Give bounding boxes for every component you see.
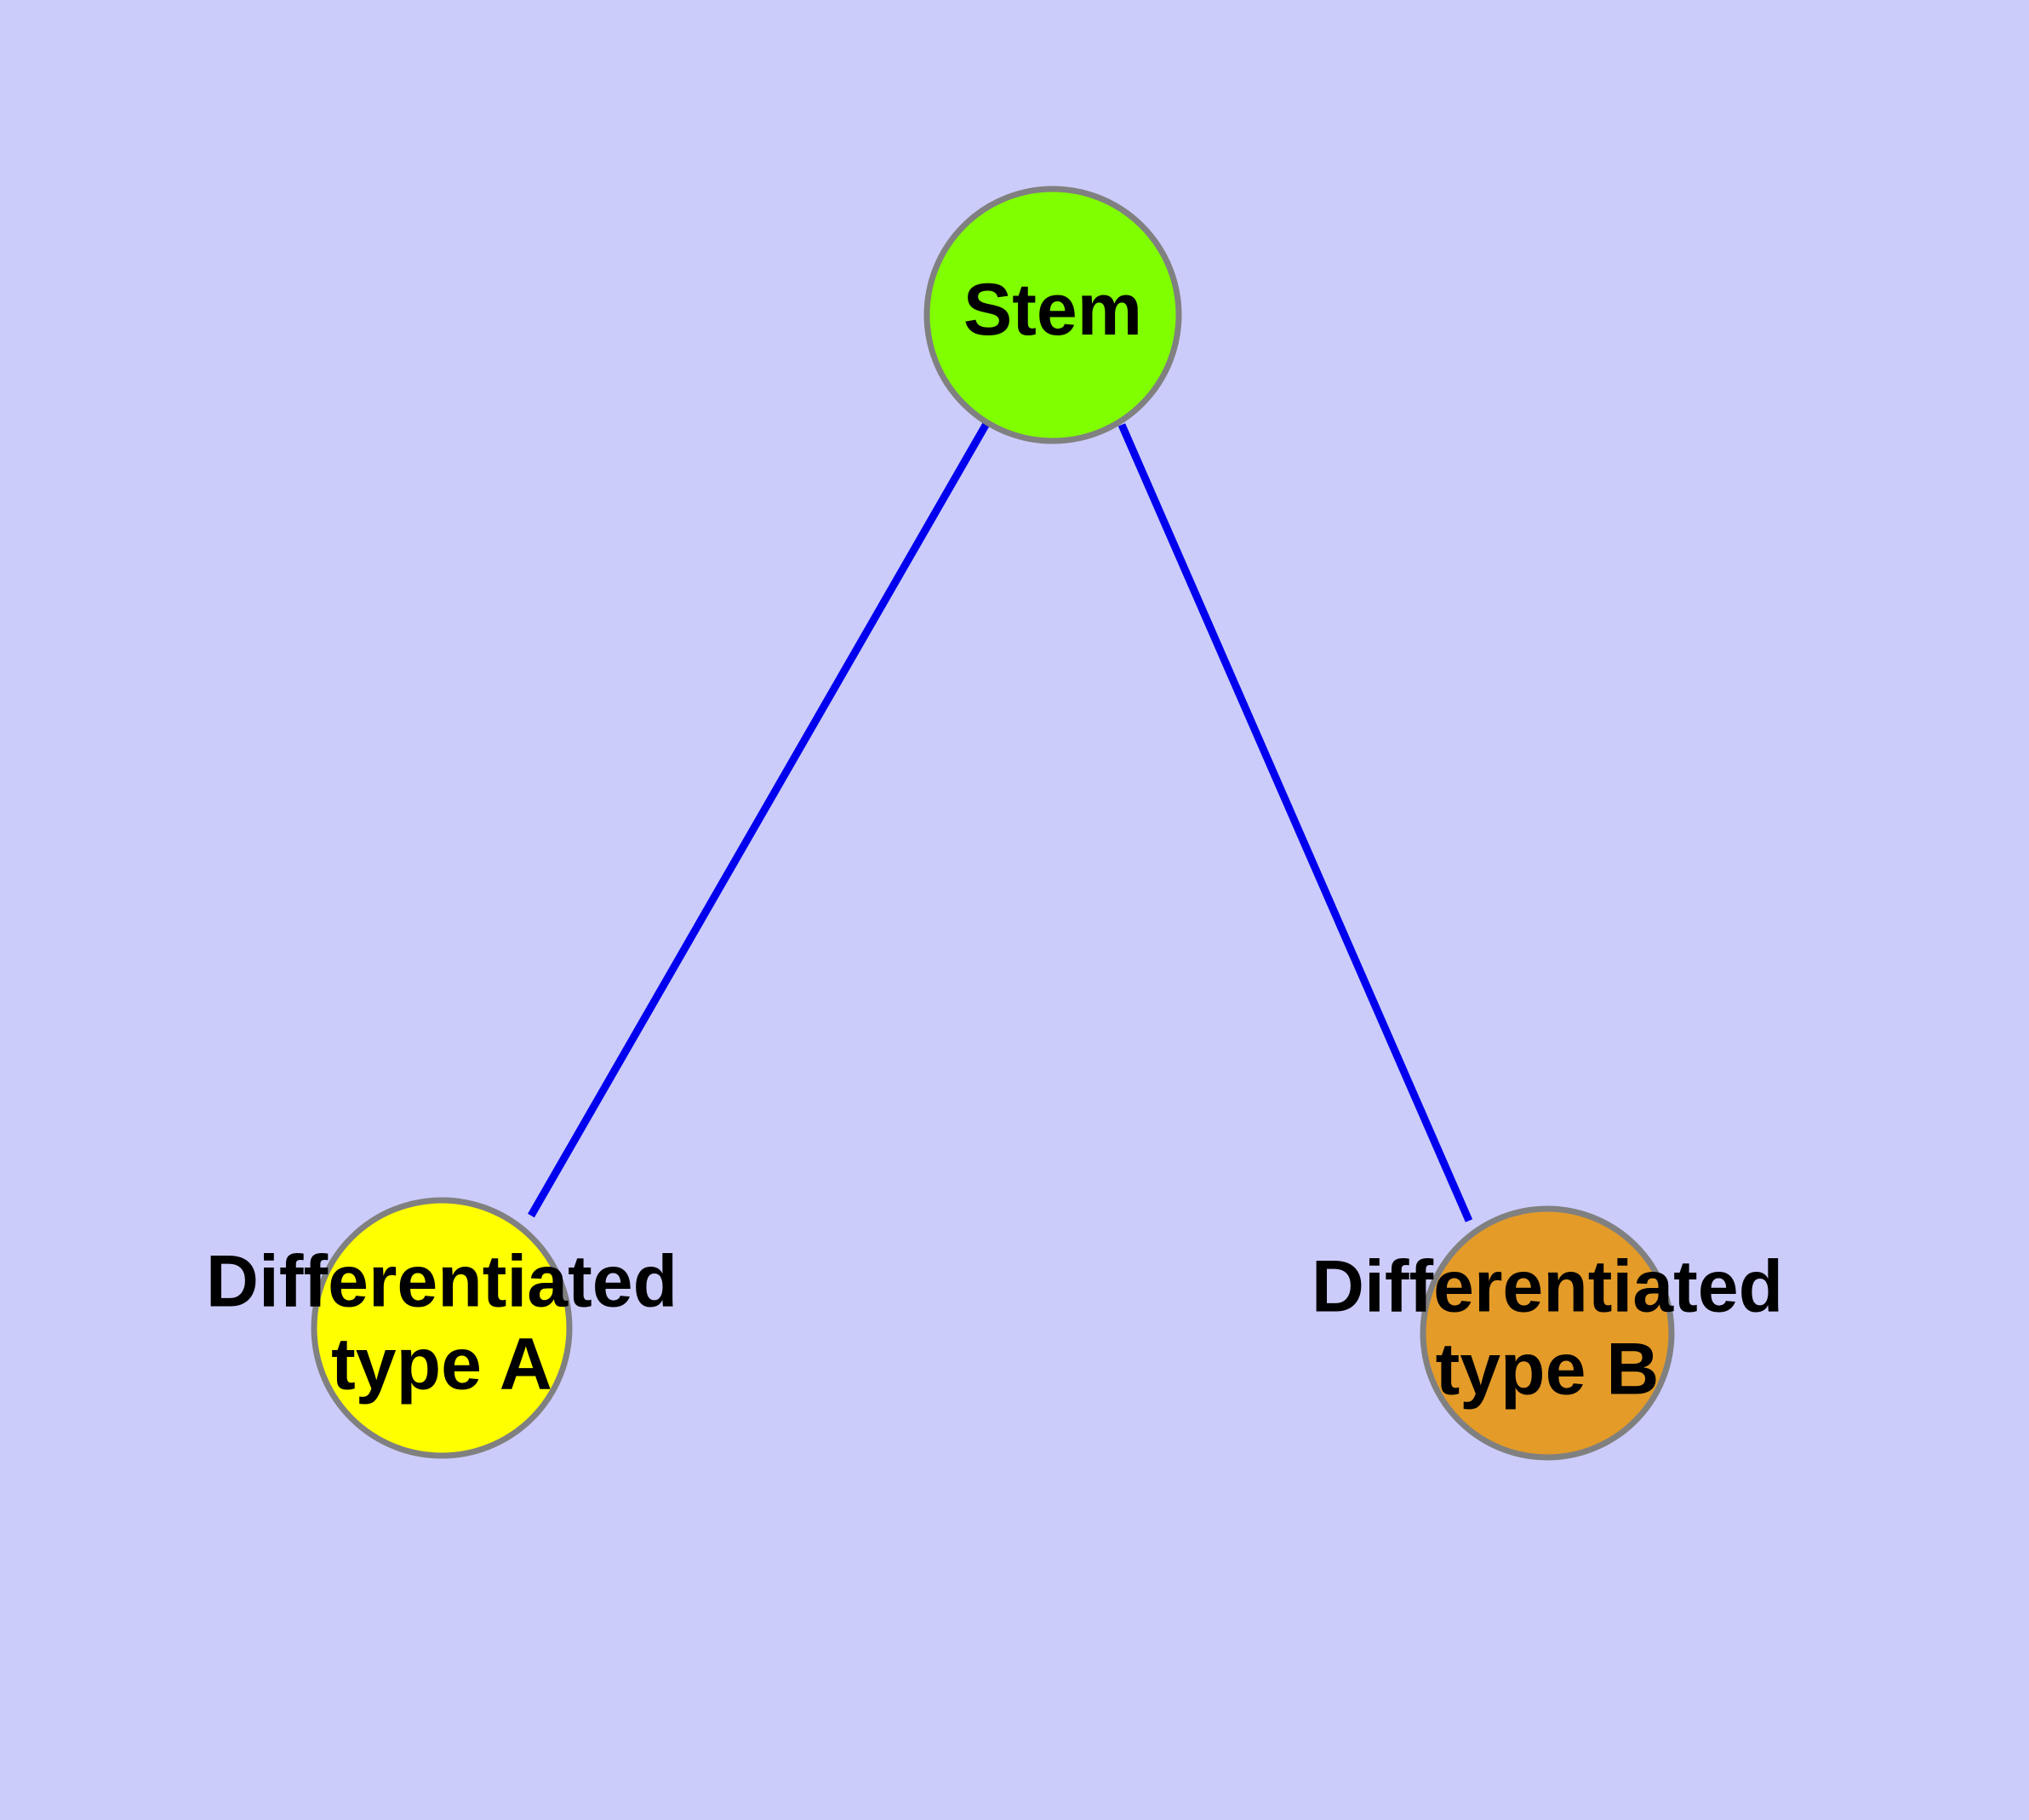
graph-edge-stem-to-a[interactable] xyxy=(528,420,991,1218)
graph-node-label-line: Stem xyxy=(963,269,1142,351)
graph-node-label-line: type A xyxy=(331,1323,552,1405)
graph-node-label-line: Differentiated xyxy=(1312,1245,1783,1327)
edges-layer xyxy=(528,420,1473,1222)
graph-node-label-line: type B xyxy=(1436,1328,1660,1410)
graph-node-diff_b[interactable] xyxy=(1420,1205,1675,1461)
nodes-layer xyxy=(311,186,1675,1461)
graph-node-label-stem: Stem xyxy=(963,269,1142,351)
graph-node-diff_a[interactable] xyxy=(311,1197,573,1459)
graph-edge-stem-to-b[interactable] xyxy=(1117,423,1473,1222)
graph-node-stem[interactable] xyxy=(923,186,1182,444)
graph-node-label-line: Differentiated xyxy=(206,1240,677,1322)
